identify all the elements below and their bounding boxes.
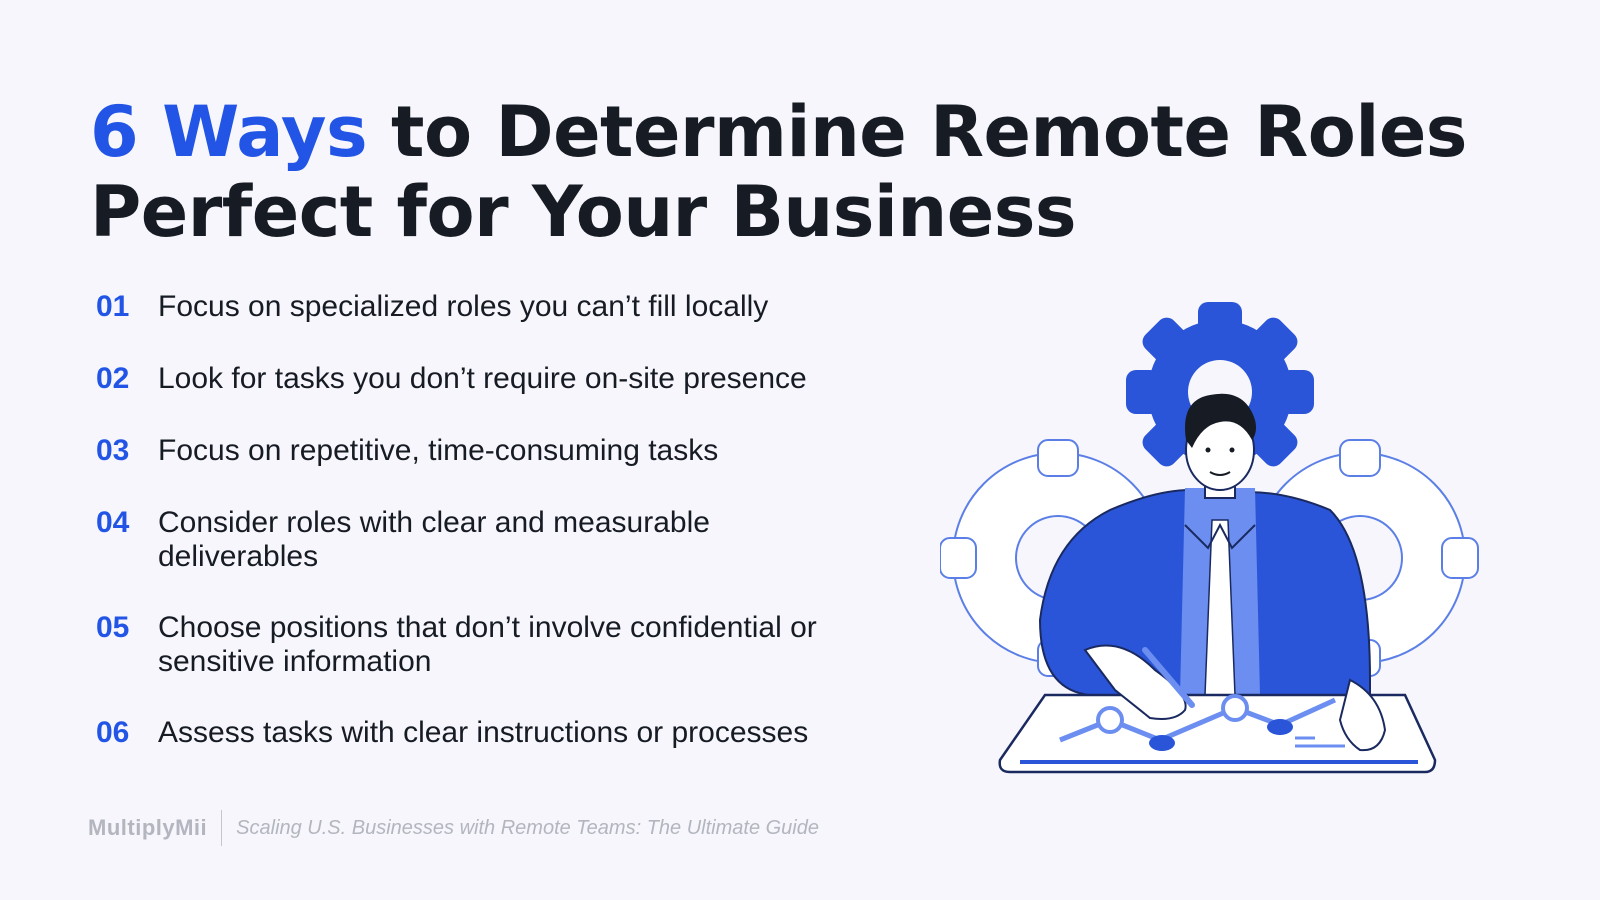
item-number: 05 bbox=[96, 611, 130, 644]
guide-title: Scaling U.S. Businesses with Remote Team… bbox=[236, 816, 819, 839]
brand-logo: MultiplyMii bbox=[88, 815, 208, 840]
title-line1-rest: to Determine Remote Roles bbox=[367, 91, 1467, 173]
item-text: Assess tasks with clear instructions or … bbox=[158, 716, 809, 749]
list-item: 01 Focus on specialized roles you can’t … bbox=[96, 290, 948, 324]
footer-divider bbox=[221, 810, 223, 846]
businessman-gears-chart-illustration bbox=[940, 302, 1479, 774]
item-text: Focus on repetitive, time-consuming task… bbox=[158, 434, 719, 467]
item-number: 01 bbox=[96, 290, 130, 323]
list-item: 03 Focus on repetitive, time-consuming t… bbox=[96, 434, 948, 468]
list-item: 06 Assess tasks with clear instructions … bbox=[96, 716, 948, 750]
item-number: 06 bbox=[96, 716, 130, 749]
list-item: 04 Consider roles with clear and measura… bbox=[96, 506, 818, 574]
footer: MultiplyMii Scaling U.S. Businesses with… bbox=[88, 810, 819, 846]
item-number: 04 bbox=[96, 506, 130, 539]
item-text: Focus on specialized roles you can’t fil… bbox=[158, 290, 769, 323]
item-text: Look for tasks you don’t require on-site… bbox=[158, 362, 807, 395]
title-accent: 6 Ways bbox=[90, 91, 368, 173]
item-number: 02 bbox=[96, 362, 130, 395]
list-item: 05 Choose positions that don’t involve c… bbox=[96, 611, 918, 679]
page-title: 6 Ways to Determine Remote Roles Perfect… bbox=[90, 92, 1467, 252]
item-text: Consider roles with clear and measurable… bbox=[158, 506, 710, 573]
list-item: 02 Look for tasks you don’t require on-s… bbox=[96, 362, 948, 396]
right-hand bbox=[1338, 678, 1387, 752]
item-text: Choose positions that don’t involve conf… bbox=[158, 611, 817, 678]
title-line2: Perfect for Your Business bbox=[90, 171, 1077, 253]
item-number: 03 bbox=[96, 434, 130, 467]
hair bbox=[1185, 393, 1256, 448]
collar bbox=[1184, 522, 1256, 550]
